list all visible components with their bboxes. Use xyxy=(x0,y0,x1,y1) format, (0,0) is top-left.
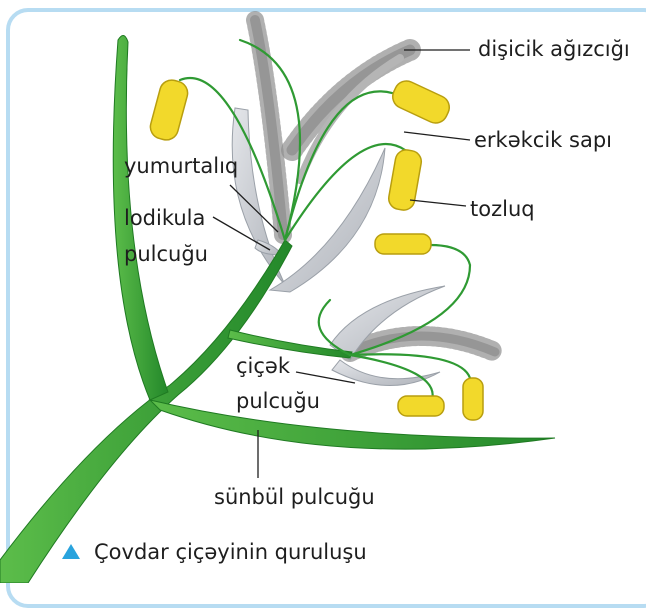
label-lodicule-1: lodikula xyxy=(124,205,205,231)
caption-text: Çovdar çiçəyinin quruluşu xyxy=(94,540,367,564)
triangle-marker-icon xyxy=(62,544,80,559)
label-anther: tozluq xyxy=(470,196,535,222)
stigma-upper xyxy=(255,20,410,235)
figure-caption: Çovdar çiçəyinin quruluşu xyxy=(62,540,367,564)
label-stigma: dişicik ağızcığı xyxy=(478,36,630,62)
label-flower-scale-2: pulcuğu xyxy=(236,388,320,414)
label-ovary: yumurtalıq xyxy=(124,153,238,179)
label-lodicule-2: pulcuğu xyxy=(124,241,208,267)
label-flower-scale-1: çiçək xyxy=(236,353,290,379)
label-filament: erkəkcik sapı xyxy=(474,127,612,153)
label-spike-scale: sünbül pulcuğu xyxy=(214,484,375,510)
stigma-lower xyxy=(350,336,495,352)
